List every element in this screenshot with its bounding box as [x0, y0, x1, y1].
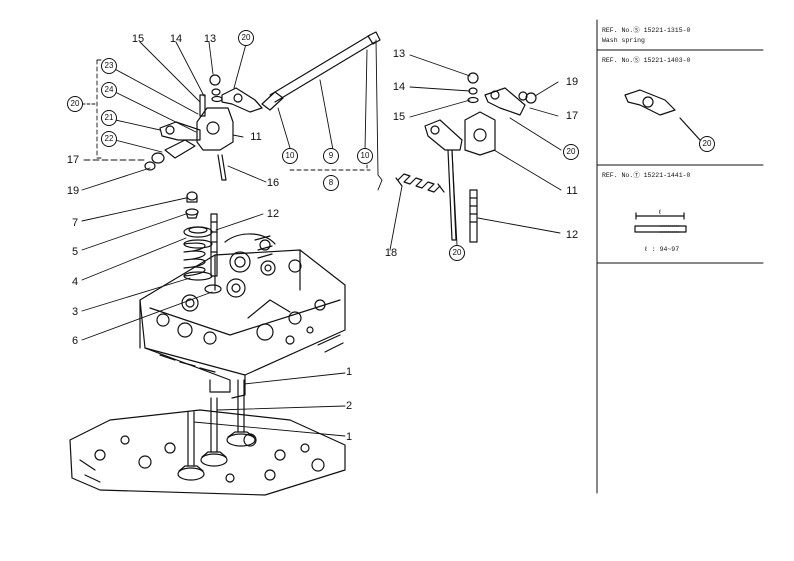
circled-callout-23: 23	[101, 58, 117, 74]
ref-tube-image	[634, 212, 687, 233]
ref-panel	[596, 19, 764, 494]
callout-14: 14	[169, 33, 183, 45]
ref-3-dimension-range: ℓ : 94~97	[644, 246, 680, 253]
callout-11: 11	[250, 131, 262, 143]
callout-17: 17	[565, 110, 579, 122]
circled-callout-20: 20	[449, 245, 465, 261]
callout-1: 1	[345, 366, 353, 378]
callout-1: 1	[345, 431, 353, 443]
callout-6: 6	[71, 335, 79, 347]
push-rod	[254, 31, 381, 111]
rocker-assembly-left	[144, 74, 263, 181]
callout-19: 19	[66, 185, 80, 197]
callout-18: 18	[384, 247, 398, 259]
callout-11: 11	[566, 185, 578, 197]
callout-15: 15	[131, 33, 145, 45]
callout-15: 15	[392, 111, 406, 123]
rocker-spring	[395, 173, 445, 193]
leader-lines	[81, 39, 562, 437]
callout-14: 14	[392, 81, 406, 93]
callout-13: 13	[392, 48, 406, 60]
callout-4: 4	[71, 276, 79, 288]
ref-rocker-arm-image	[624, 89, 701, 141]
circled-callout-20: 20	[67, 96, 83, 112]
callout-5: 5	[71, 246, 79, 258]
callout-7: 7	[71, 217, 79, 229]
ref-2-circled-callout-20: 20	[699, 136, 715, 152]
callout-12: 12	[565, 229, 579, 241]
ref-3-number: REF. No.Ⓣ 15221-1441-0	[602, 172, 691, 179]
callout-12: 12	[266, 208, 280, 220]
circled-callout-8: 8	[323, 175, 339, 191]
callout-3: 3	[71, 306, 79, 318]
circled-callout-22: 22	[101, 131, 117, 147]
ref-1-number: REF. No.Ⓢ 15221-1315-0	[602, 27, 691, 34]
callout-13: 13	[203, 33, 217, 45]
ref-1-description: Wash spring	[602, 37, 645, 44]
circled-callout-21: 21	[101, 110, 117, 126]
circled-callout-24: 24	[101, 82, 117, 98]
callout-2: 2	[345, 400, 353, 412]
ref-2-number: REF. No.Ⓢ 15221-1403-0	[602, 57, 691, 64]
ref-3-dimension-symbol: ℓ	[658, 209, 662, 216]
valves	[177, 379, 256, 481]
circled-callout-9: 9	[323, 148, 339, 164]
circled-callout-10: 10	[357, 148, 373, 164]
circled-callout-10: 10	[282, 148, 298, 164]
cylinder-head	[139, 233, 346, 399]
callout-17: 17	[66, 154, 80, 166]
valve-spring-stack	[183, 191, 222, 294]
circled-callout-20: 20	[238, 30, 254, 46]
callout-16: 16	[266, 177, 280, 189]
rocker-assembly-right	[424, 72, 537, 243]
cylinder-block	[69, 409, 346, 496]
circled-callout-20: 20	[563, 144, 579, 160]
callout-19: 19	[565, 76, 579, 88]
